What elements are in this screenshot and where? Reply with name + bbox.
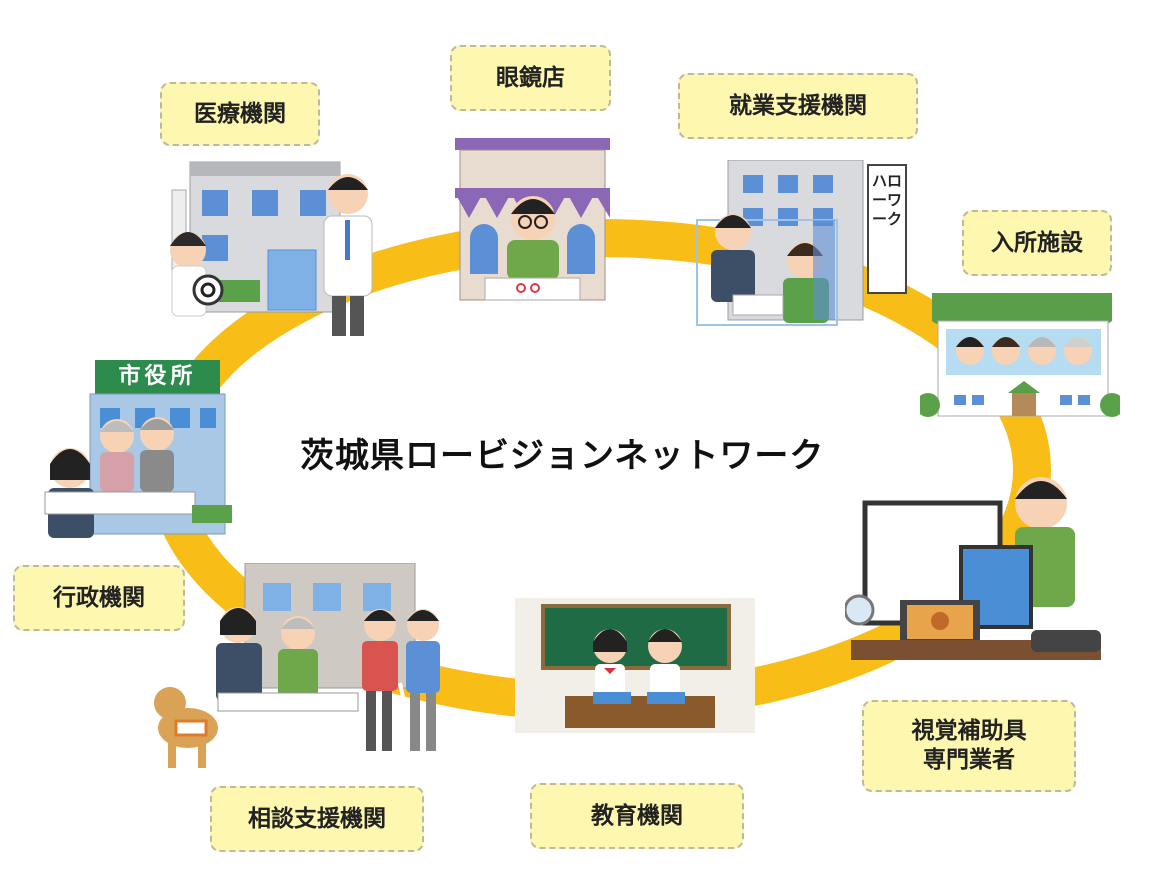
city-hall-sign: 市役所 (118, 364, 197, 389)
label-employment-text: 就業支援機関 (729, 92, 867, 119)
label-employment: 就業支援機関 (678, 73, 918, 139)
label-education-text: 教育機関 (591, 802, 683, 829)
label-medical: 医療機関 (160, 82, 320, 146)
label-vision-aids-line1: 視覚補助具 (911, 718, 1027, 745)
label-administration-text: 行政機関 (53, 584, 145, 611)
label-optician-text: 眼鏡店 (496, 64, 565, 91)
education-illustration (515, 598, 755, 733)
network-title: 茨城県ロービジョンネットワーク (300, 436, 825, 476)
medical-illustration (160, 160, 385, 340)
label-residential: 入所施設 (962, 210, 1112, 276)
label-consultation-text: 相談支援機関 (248, 805, 386, 832)
label-administration: 行政機関 (13, 565, 185, 631)
label-vision-aids: 視覚補助具 専門業者 (862, 700, 1076, 792)
label-optician: 眼鏡店 (450, 45, 611, 111)
vision-aids-illustration (845, 465, 1105, 665)
administration-illustration: 市役所 (40, 360, 245, 550)
label-vision-aids-line2: 専門業者 (923, 747, 1015, 773)
consultation-illustration (148, 563, 448, 778)
label-education: 教育機関 (530, 783, 744, 849)
label-consultation: 相談支援機関 (210, 786, 424, 852)
label-residential-text: 入所施設 (991, 229, 1083, 256)
employment-illustration: ハローワーク (693, 160, 913, 330)
optician-illustration (455, 138, 610, 303)
hello-work-sign: ハローワーク (871, 172, 902, 228)
label-medical-text: 医療機関 (194, 100, 286, 127)
residential-illustration (920, 293, 1120, 423)
